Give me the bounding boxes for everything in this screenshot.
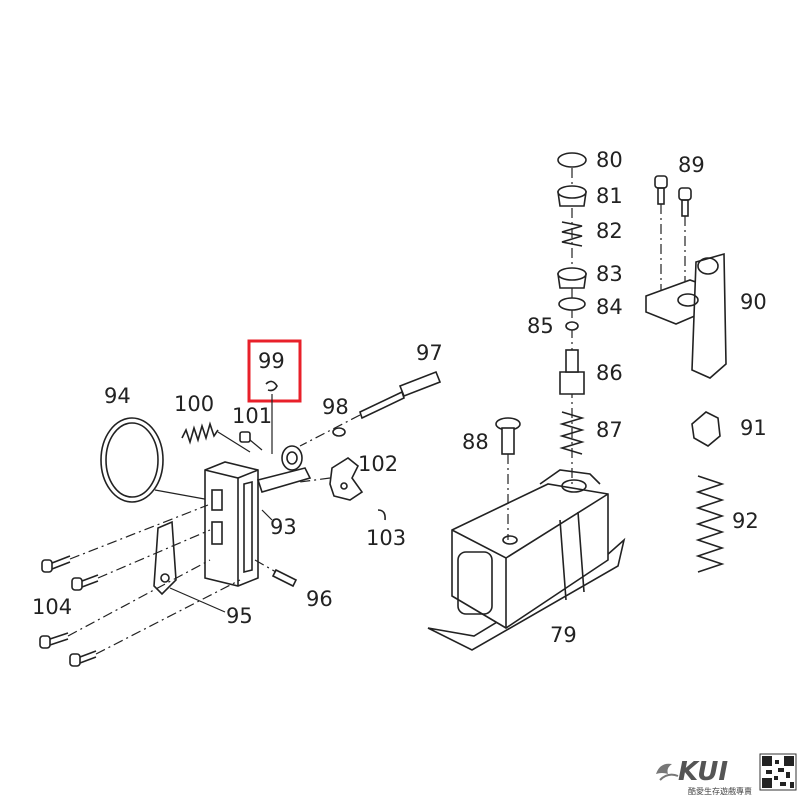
label-82: 82 xyxy=(596,219,623,243)
part-104-screws xyxy=(39,504,241,667)
part-97-rod xyxy=(299,370,442,447)
valve-stack xyxy=(557,152,587,486)
part-87-spring xyxy=(559,411,585,455)
part-80-oring xyxy=(557,152,587,168)
label-89: 89 xyxy=(678,153,705,177)
part-98-washer xyxy=(332,427,346,437)
label-96: 96 xyxy=(306,587,333,611)
label-80: 80 xyxy=(596,148,623,172)
label-102: 102 xyxy=(358,452,398,476)
label-93: 93 xyxy=(270,515,297,539)
label-83: 83 xyxy=(596,262,623,286)
part-79-housing xyxy=(427,469,626,651)
label-86: 86 xyxy=(596,361,623,385)
part-84-oring xyxy=(558,297,586,311)
part-85-washer xyxy=(565,321,579,331)
label-98: 98 xyxy=(322,395,349,419)
label-104: 104 xyxy=(32,595,72,619)
label-95: 95 xyxy=(226,604,253,628)
brand-logo-icon xyxy=(656,763,679,781)
part-94-oring xyxy=(100,417,211,503)
part-82-spring xyxy=(561,221,583,247)
label-94: 94 xyxy=(104,384,131,408)
part-93-block xyxy=(204,445,312,587)
highlight-box xyxy=(247,339,302,403)
label-91: 91 xyxy=(740,416,767,440)
label-90: 90 xyxy=(740,290,767,314)
qr-code-icon xyxy=(759,753,797,791)
label-81: 81 xyxy=(596,184,623,208)
part-102-latch xyxy=(299,457,364,501)
part-88-bolt xyxy=(495,417,521,540)
label-97: 97 xyxy=(416,341,443,365)
part-103-clip xyxy=(377,509,386,521)
label-87: 87 xyxy=(596,418,623,442)
part-92-spring xyxy=(695,475,725,573)
label-100: 100 xyxy=(174,392,214,416)
part-86-valve xyxy=(559,371,585,395)
label-79: 79 xyxy=(550,623,577,647)
part-89-screws xyxy=(654,175,692,310)
label-88: 88 xyxy=(462,430,489,454)
label-84: 84 xyxy=(596,295,623,319)
label-92: 92 xyxy=(732,509,759,533)
label-85: 85 xyxy=(527,314,554,338)
brand-tagline: 酷愛生存遊戲專賣 xyxy=(688,786,752,796)
part-99-clip xyxy=(265,380,278,454)
label-99: 99 xyxy=(258,349,285,373)
label-101: 101 xyxy=(232,404,272,428)
part-100-spring xyxy=(181,421,251,453)
brand-name: KUI xyxy=(678,757,728,787)
part-90-bracket xyxy=(645,252,727,379)
label-103: 103 xyxy=(366,526,406,550)
brand-watermark: KUI 酷愛生存遊戲專賣 xyxy=(656,753,797,796)
part-96-pin xyxy=(254,559,298,588)
part-91-clip xyxy=(691,411,721,447)
part-95-lever xyxy=(153,520,226,613)
part-101-screw xyxy=(239,431,263,451)
